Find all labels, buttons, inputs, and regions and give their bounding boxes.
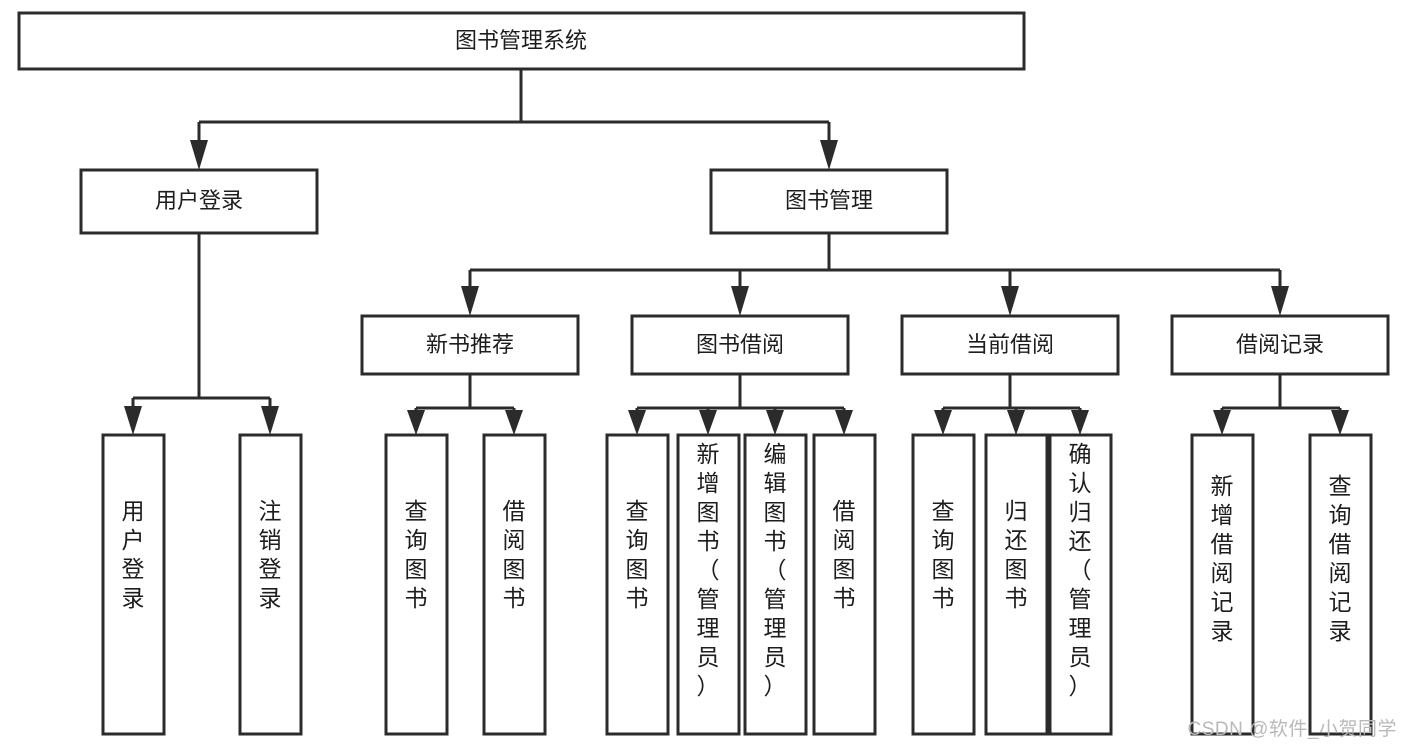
edge-group-book-borrow-to-leaves xyxy=(628,374,853,435)
arrow-head-icon xyxy=(190,140,208,170)
node-leaf-borrow-book-1-label: 借阅图书 xyxy=(503,498,526,611)
node-borrow-record[interactable]: 借阅记录 xyxy=(1170,314,1390,376)
node-leaf-user-login-label: 用户登录 xyxy=(122,498,145,611)
arrow-head-icon xyxy=(461,286,479,316)
leaf-nodes: 用户登录 注销登录 查询图书 借阅图书 查询图书 新增图书（管理员） xyxy=(101,433,1373,736)
node-leaf-confirm-return-admin-label: 确认归还（管理员） xyxy=(1069,441,1092,699)
node-book-borrow-box[interactable] xyxy=(630,314,850,376)
node-leaf-query-book-3[interactable]: 查询图书 xyxy=(911,433,976,736)
node-book-management-box[interactable] xyxy=(709,168,949,235)
node-leaf-query-book-1-label: 查询图书 xyxy=(405,498,428,611)
node-new-book-recommend-label: 新书推荐 xyxy=(426,332,514,357)
node-borrow-record-box[interactable] xyxy=(1170,314,1390,376)
node-book-borrow[interactable]: 图书借阅 xyxy=(630,314,850,376)
arrow-head-icon xyxy=(835,410,853,435)
node-leaf-return-book-box[interactable] xyxy=(984,433,1049,736)
edge-group-root-to-level2 xyxy=(190,69,838,170)
arrow-head-icon xyxy=(731,286,749,316)
node-new-book-recommend[interactable]: 新书推荐 xyxy=(360,314,580,376)
arrow-head-icon xyxy=(1213,410,1231,435)
node-leaf-add-borrow-record-label: 新增借阅记录 xyxy=(1211,473,1234,644)
node-leaf-confirm-return-admin[interactable]: 确认归还（管理员） xyxy=(1048,433,1113,736)
node-leaf-query-borrow-record-box[interactable] xyxy=(1308,433,1373,736)
node-leaf-query-book-2-label: 查询图书 xyxy=(626,498,649,611)
node-leaf-query-book-2-box[interactable] xyxy=(605,433,670,736)
node-leaf-logout-login-label: 注销登录 xyxy=(259,498,282,611)
node-leaf-query-book-3-box[interactable] xyxy=(911,433,976,736)
csdn-watermark: CSDN @软件_小贺同学 xyxy=(1187,719,1397,740)
edge-group-user-login-to-leaves xyxy=(124,233,279,435)
arrow-head-icon xyxy=(124,406,142,435)
node-current-borrow-label: 当前借阅 xyxy=(966,332,1054,357)
node-current-borrow[interactable]: 当前借阅 xyxy=(900,314,1120,376)
arrow-head-icon xyxy=(934,410,952,435)
node-current-borrow-box[interactable] xyxy=(900,314,1120,376)
arrow-head-icon xyxy=(505,410,523,435)
node-leaf-add-borrow-record[interactable]: 新增借阅记录 xyxy=(1190,433,1255,736)
node-leaf-logout-login-box[interactable] xyxy=(238,433,303,736)
arrow-head-icon xyxy=(1271,286,1289,316)
node-root-box[interactable] xyxy=(17,11,1026,71)
node-leaf-return-book-label: 归还图书 xyxy=(1005,498,1028,611)
arrow-head-icon xyxy=(699,410,717,435)
node-leaf-add-borrow-record-box[interactable] xyxy=(1190,433,1255,736)
arrow-head-icon xyxy=(628,410,646,435)
arrow-head-icon xyxy=(1071,410,1089,435)
node-leaf-edit-book-admin[interactable]: 编辑图书（管理员） xyxy=(743,433,808,736)
node-book-borrow-label: 图书借阅 xyxy=(696,332,784,357)
node-leaf-query-borrow-record[interactable]: 查询借阅记录 xyxy=(1308,433,1373,736)
node-leaf-query-book-3-label: 查询图书 xyxy=(932,498,955,611)
node-leaf-query-book-1[interactable]: 查询图书 xyxy=(384,433,449,736)
node-user-login-label: 用户登录 xyxy=(155,188,243,213)
node-user-login-box[interactable] xyxy=(79,168,319,235)
node-leaf-borrow-book-2[interactable]: 借阅图书 xyxy=(812,433,877,736)
node-root[interactable]: 图书管理系统 xyxy=(17,11,1026,71)
node-book-management-label: 图书管理 xyxy=(785,188,873,213)
node-leaf-return-book[interactable]: 归还图书 xyxy=(984,433,1049,736)
node-book-management[interactable]: 图书管理 xyxy=(709,168,949,235)
node-leaf-query-book-1-box[interactable] xyxy=(384,433,449,736)
arrow-head-icon xyxy=(820,140,838,170)
node-root-label: 图书管理系统 xyxy=(455,28,587,53)
node-leaf-add-book-admin-box[interactable] xyxy=(676,433,741,736)
node-user-login[interactable]: 用户登录 xyxy=(79,168,319,235)
node-leaf-borrow-book-1-box[interactable] xyxy=(482,433,547,736)
edge-group-new-book-recommend-to-leaves xyxy=(407,374,523,435)
node-leaf-query-book-2[interactable]: 查询图书 xyxy=(605,433,670,736)
arrow-head-icon xyxy=(1331,410,1349,435)
node-borrow-record-label: 借阅记录 xyxy=(1236,332,1324,357)
node-leaf-user-login[interactable]: 用户登录 xyxy=(101,433,166,736)
edge-group-borrow-record-to-leaves xyxy=(1213,374,1349,435)
node-leaf-borrow-book-1[interactable]: 借阅图书 xyxy=(482,433,547,736)
node-new-book-recommend-box[interactable] xyxy=(360,314,580,376)
arrow-head-icon xyxy=(261,406,279,435)
node-leaf-query-borrow-record-label: 查询借阅记录 xyxy=(1329,473,1352,644)
node-leaf-borrow-book-2-label: 借阅图书 xyxy=(833,498,856,611)
node-leaf-edit-book-admin-label: 编辑图书（管理员） xyxy=(764,441,787,699)
arrow-head-icon xyxy=(407,410,425,435)
node-leaf-edit-book-admin-box[interactable] xyxy=(743,433,808,736)
arrow-head-icon xyxy=(1001,286,1019,316)
node-leaf-borrow-book-2-box[interactable] xyxy=(812,433,877,736)
arrow-head-icon xyxy=(1007,410,1025,435)
edge-group-current-borrow-to-leaves xyxy=(934,374,1089,435)
node-leaf-add-book-admin-label: 新增图书（管理员） xyxy=(697,441,720,699)
arrow-head-icon xyxy=(766,410,784,435)
node-leaf-confirm-return-admin-box[interactable] xyxy=(1048,433,1113,736)
node-leaf-logout-login[interactable]: 注销登录 xyxy=(238,433,303,736)
edge-group-level2-to-level3 xyxy=(461,233,1289,316)
node-leaf-add-book-admin[interactable]: 新增图书（管理员） xyxy=(676,433,741,736)
node-leaf-user-login-box[interactable] xyxy=(101,433,166,736)
